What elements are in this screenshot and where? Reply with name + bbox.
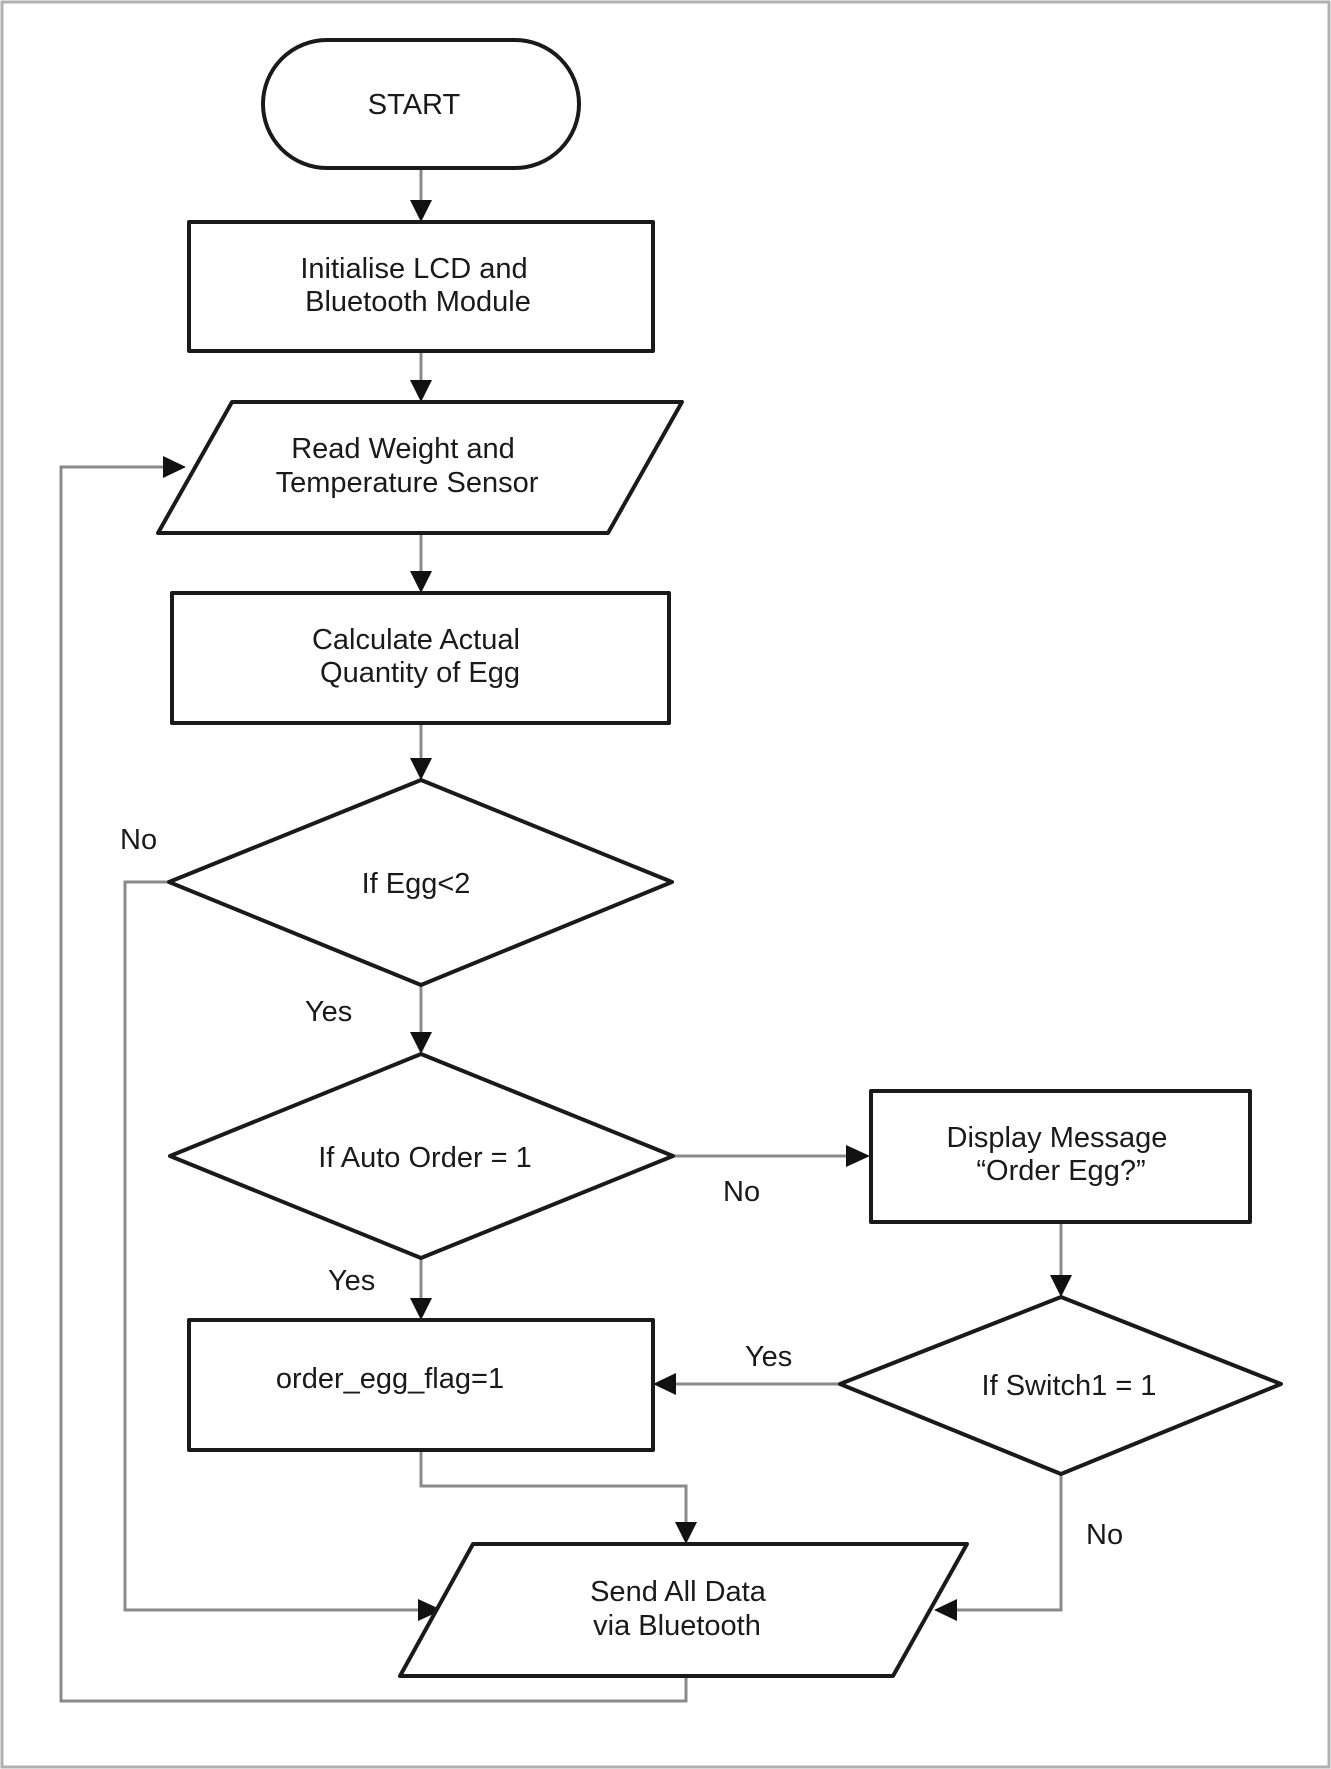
edge-egg-no-send [123,880,418,1612]
display-process-box [869,1089,1252,1224]
arrowhead-read [410,380,432,402]
node-calc: Calculate Actual Quantity of Egg [170,591,671,725]
arrowhead-flag-from-switch [653,1373,676,1395]
arrowhead-display [846,1145,870,1167]
flag-label-line-1: order_egg_flag=1 [276,1363,504,1395]
label-auto-yes: Yes [328,1265,375,1297]
flag-label: order_egg_flag=1 [276,1363,504,1395]
init-label: Initialise LCD and Bluetooth Module [300,253,535,318]
arrowhead-send-top [675,1522,697,1544]
arrowhead-flag [410,1298,432,1320]
node-egg-check: If Egg<2 [167,778,674,987]
auto-order-decision-diamond [168,1052,675,1260]
send-label: Send All Data via Bluetooth [590,1576,774,1642]
init-label-line-2: Bluetooth Module [305,286,531,318]
label-egg-yes: Yes [305,996,352,1028]
node-init: Initialise LCD and Bluetooth Module [187,220,655,353]
read-label: Read Weight and Temperature Sensor [276,433,539,499]
send-label-line-1: Send All Data [590,1576,767,1608]
calc-label: Calculate Actual Quantity of Egg [312,624,528,689]
flag-process-box [187,1318,655,1452]
node-read: Read Weight and Temperature Sensor [156,400,684,535]
calc-label-line-2: Quantity of Egg [320,657,520,689]
label-switch-no: No [1086,1519,1123,1551]
node-switch-check: If Switch1 = 1 [838,1295,1283,1476]
arrowhead-auto-order [410,1032,432,1054]
edge-switch-no-send [957,1474,1063,1612]
label-switch-yes: Yes [745,1341,792,1373]
arrowhead-read-loop [163,456,186,478]
edge-labels: No Yes No Yes Yes No [120,824,1123,1551]
connectors [59,168,1072,1703]
display-label-line-2: “Order Egg?” [976,1155,1145,1187]
arrowhead-send-left [418,1599,442,1621]
edge-flag-send [419,1450,688,1522]
arrowhead-egg-check [410,758,432,780]
start-terminal [261,38,581,170]
switch-check-decision-diamond [838,1295,1283,1476]
switch-check-label-line-1: If Switch1 = 1 [982,1370,1157,1402]
label-auto-no: No [723,1176,760,1208]
edge-send-loop-read [59,465,688,1703]
node-display: Display Message “Order Egg?” [869,1089,1252,1224]
calc-process-box [170,591,671,725]
display-label: Display Message “Order Egg?” [947,1122,1176,1187]
label-egg-no: No [120,824,157,856]
egg-check-label-line-1: If Egg<2 [362,868,471,900]
init-label-line-1: Initialise LCD and [300,253,527,285]
switch-check-label: If Switch1 = 1 [982,1370,1157,1402]
send-label-line-2: via Bluetooth [593,1610,761,1642]
node-start: START [261,38,581,170]
node-send: Send All Data via Bluetooth [398,1542,969,1678]
start-label-line-1: START [368,89,461,121]
send-io-parallelogram [398,1542,969,1678]
start-label: START [368,89,461,121]
auto-order-label-line-1: If Auto Order = 1 [318,1142,532,1174]
node-flag: order_egg_flag=1 [187,1318,655,1452]
display-label-line-1: Display Message [947,1122,1168,1154]
egg-check-decision-diamond [167,778,674,987]
read-io-parallelogram [156,400,684,535]
read-label-line-1: Read Weight and [291,433,515,465]
read-label-line-2: Temperature Sensor [276,467,539,499]
auto-order-label: If Auto Order = 1 [318,1142,532,1174]
arrowhead-calc [410,571,432,593]
node-auto-order: If Auto Order = 1 [168,1052,675,1260]
arrowhead-init [410,200,432,222]
arrowhead-send-right [934,1599,957,1621]
arrowhead-switch [1050,1275,1072,1297]
init-process-box [187,220,655,353]
calc-label-line-1: Calculate Actual [312,624,520,656]
egg-check-label: If Egg<2 [362,868,471,900]
